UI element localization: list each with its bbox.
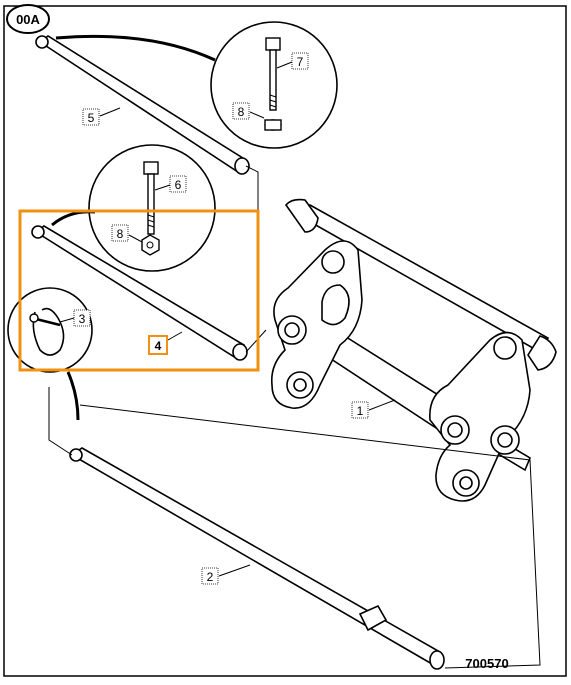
callout-4-label: 4 xyxy=(155,339,162,353)
callout-1: 1 xyxy=(351,399,396,419)
drawing-number: 700570 xyxy=(465,656,508,671)
leader-pin4-frame xyxy=(245,329,267,353)
callout-4: 4 xyxy=(148,331,183,355)
leader-pin5-frame xyxy=(245,165,259,335)
callout-8b-label: 8 xyxy=(117,227,124,241)
detail-circle-linch-pin-3 xyxy=(7,287,93,421)
callout-2-label: 2 xyxy=(207,570,214,584)
pin-part-2 xyxy=(69,447,445,670)
callout-3-label: 3 xyxy=(79,312,86,326)
leader-pin2-frame xyxy=(79,404,541,669)
mounting-frame-part-1 xyxy=(270,198,557,502)
callout-7: 7 xyxy=(276,52,309,70)
highlight-box-part-4 xyxy=(18,209,260,372)
callout-8-lower: 8 xyxy=(111,224,143,243)
section-badge: 00A xyxy=(6,4,50,34)
callout-2: 2 xyxy=(201,564,251,585)
callout-3: 3 xyxy=(59,309,91,327)
section-badge-text: 00A xyxy=(16,12,40,27)
callout-1-label: 1 xyxy=(357,404,364,418)
pin-part-5 xyxy=(35,35,250,175)
drawing-frame xyxy=(3,5,567,677)
callout-5: 5 xyxy=(82,107,121,126)
callout-7-label: 7 xyxy=(297,55,304,69)
callout-8a-label: 8 xyxy=(238,105,245,119)
pin-part-4 xyxy=(31,225,248,361)
leader-pin2-left xyxy=(48,387,73,456)
callout-6-label: 6 xyxy=(175,178,182,192)
callout-6: 6 xyxy=(154,175,187,193)
callout-5-label: 5 xyxy=(88,111,95,125)
callout-8-top: 8 xyxy=(232,102,265,120)
